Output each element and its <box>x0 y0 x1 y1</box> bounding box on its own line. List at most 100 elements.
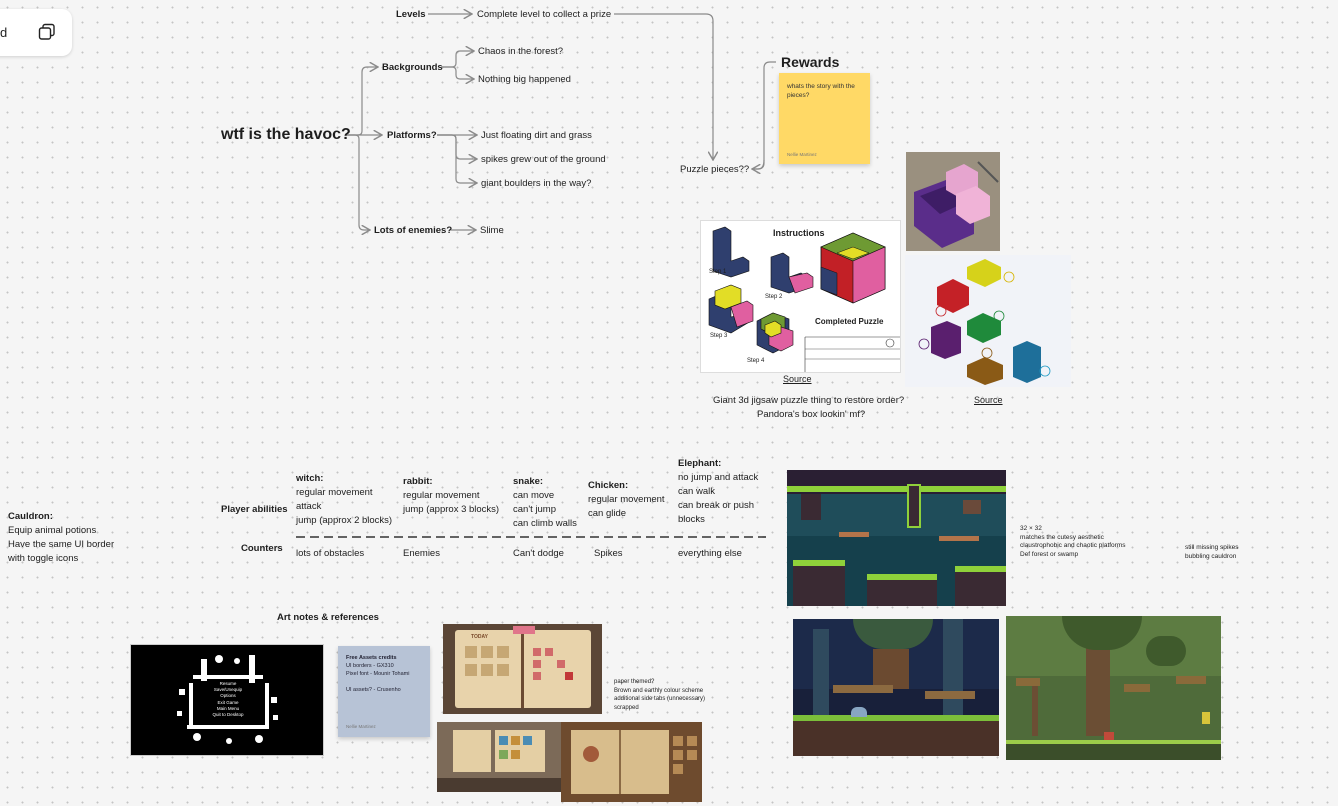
pause-menu-item[interactable]: Exit Game <box>217 699 239 705</box>
mindmap-root: wtf is the havoc? <box>221 126 351 143</box>
pause-menu-image[interactable]: Resume Save/Unequip Options Exit Game Ma… <box>130 644 324 756</box>
tileset-note-line: matches the cutesy aesthetic <box>1020 533 1104 541</box>
ability-rabbit: rabbit: regular movement jump (approx 3 … <box>403 475 499 517</box>
levels-note: Complete level to collect a prize <box>477 9 612 20</box>
pause-menu-item[interactable]: Resume <box>219 681 237 686</box>
counter-chicken: Spikes <box>594 548 623 559</box>
paper-note-line: Brown and earthly colour scheme <box>614 687 704 694</box>
pause-menu-list: Resume Save/Unequip Options Exit Game Ma… <box>195 681 261 718</box>
step-2-label: Step 2 <box>765 294 783 300</box>
ability-line: regular movement <box>403 490 480 501</box>
counter-elephant: everything else <box>678 548 742 559</box>
step-4-label: Step 4 <box>747 358 765 364</box>
ability-title: snake: <box>513 476 544 487</box>
source-link-2[interactable]: Source <box>974 395 1003 405</box>
credits-line: UI borders - GX310 <box>346 663 394 669</box>
puzzle-box-photo[interactable] <box>906 152 1000 251</box>
sticky-note-author: Nellie Martinez <box>787 152 817 157</box>
credits-line: Free Assets credits <box>346 655 397 661</box>
credits-author: Nellie Martinez <box>346 724 376 729</box>
cauldron-line: Equip animal potions <box>8 525 97 536</box>
completed-puzzle-label: Completed Puzzle <box>815 317 884 326</box>
step-1-label: Step 1 <box>709 269 727 275</box>
credits-line: UI assets? - Crusenho <box>346 687 401 693</box>
platforms-note-1: Just floating dirt and grass <box>481 130 592 141</box>
ability-title: Elephant: <box>678 458 722 469</box>
platforms-note-2: spikes grew out of the ground <box>481 154 606 165</box>
step-3-label: Step 3 <box>710 333 728 339</box>
sticky-note-text: whats the story with the pieces? <box>787 83 855 99</box>
tileset-image-2[interactable] <box>793 619 999 756</box>
enemies-note: Slime <box>480 225 504 236</box>
exploded-pieces-image[interactable] <box>905 255 1071 387</box>
paper-notes: paper themed? Brown and earthly colour s… <box>614 678 705 712</box>
rewards-title: Rewards <box>781 54 840 70</box>
ability-title: witch: <box>296 473 324 484</box>
toolbar-tool-letter[interactable]: d <box>0 25 8 40</box>
ability-witch: witch: regular movement attack jump (app… <box>296 472 392 528</box>
tileset-note-line: claustrophobic and chaotic platforms <box>1020 542 1126 549</box>
ability-line: no jump and attack <box>678 472 759 483</box>
branch-enemies: Lots of enemies? <box>374 225 453 236</box>
pause-menu-item[interactable]: Main Menu <box>216 705 240 711</box>
tileset-notes: 32 × 32 matches the cutesy aesthetic cla… <box>1020 525 1126 559</box>
ability-elephant: Elephant: no jump and attack can walk ca… <box>678 457 758 527</box>
sticky-note-rewards[interactable]: whats the story with the pieces? Nellie … <box>779 73 870 164</box>
backgrounds-note-2: Nothing big happened <box>478 74 571 85</box>
missing-note-line: still missing spikes <box>1185 544 1239 551</box>
book-ui-image-1[interactable]: TODAY <box>443 624 602 714</box>
missing-assets-notes: still missing spikes bubbling cauldron <box>1185 544 1238 561</box>
ability-line: jump (approx 2 blocks) <box>296 515 393 526</box>
puzzle-caption-1: Giant 3d jigsaw puzzle thing to restore … <box>713 395 905 406</box>
ability-line: can break or push <box>678 500 755 511</box>
book-ui-image-2[interactable] <box>437 722 562 792</box>
puzzle-box-drawing <box>906 152 1000 251</box>
credits-text: Free Assets credits UI borders - GX310 P… <box>346 654 409 694</box>
ability-chicken: Chicken: regular movement can glide <box>588 479 665 521</box>
book-header: TODAY <box>471 634 488 640</box>
cauldron-title: Cauldron: <box>8 511 53 522</box>
pause-menu-item[interactable]: Options <box>220 693 236 699</box>
puzzle-pieces-label: Puzzle pieces?? <box>680 164 750 175</box>
branch-backgrounds: Backgrounds <box>382 62 443 73</box>
counter-rabbit: Enemies <box>403 548 440 559</box>
tileset-image-3[interactable] <box>1006 616 1221 760</box>
backgrounds-note-1: Chaos in the forest? <box>478 46 564 57</box>
cauldron-line: with toggle icons <box>8 553 79 564</box>
ability-line: regular movement <box>588 494 665 505</box>
ability-snake: snake: can move can't jump can climb wal… <box>513 475 577 531</box>
puzzle-steps-diagram <box>708 226 900 372</box>
credits-line: Pixel font - Mounir Tohami <box>346 671 410 677</box>
credits-line <box>346 678 409 686</box>
paper-note-line: scrapped <box>614 704 639 711</box>
cauldron-line: Have the same UI border <box>8 539 115 550</box>
counter-witch: lots of obstacles <box>296 548 365 559</box>
pause-menu-border <box>177 655 278 744</box>
paper-note-line: paper themed? <box>614 679 655 685</box>
source-link-1[interactable]: Source <box>783 374 812 384</box>
player-abilities-label: Player abilities <box>221 504 288 515</box>
tileset-image-1[interactable] <box>787 470 1006 606</box>
canvas-toolbar: d <box>0 9 72 56</box>
instructions-title: Instructions <box>773 228 825 238</box>
book-ui-image-3[interactable] <box>561 722 702 802</box>
counters-label: Counters <box>241 543 283 554</box>
pause-menu-item[interactable]: Save/Unequip <box>213 687 243 693</box>
ability-title: rabbit: <box>403 476 433 487</box>
ability-line: can't jump <box>513 504 557 515</box>
puzzle-caption-2: Pandora's box lookin' mf? <box>757 409 866 420</box>
ability-line: can climb walls <box>513 518 577 529</box>
puzzle-instructions-image[interactable]: Instructions Step 1 Step 2 Step 3 Step 4… <box>700 220 901 373</box>
branch-levels: Levels <box>396 9 426 20</box>
copy-icon[interactable] <box>38 23 56 41</box>
art-notes-title: Art notes & references <box>277 612 379 623</box>
pause-menu-item[interactable]: Quit to Desktop <box>212 712 244 718</box>
tileset-note-line: 32 × 32 <box>1020 525 1042 532</box>
branch-platforms: Platforms? <box>387 130 437 141</box>
platforms-note-3: giant boulders in the way? <box>481 178 592 189</box>
sticky-note-credits[interactable]: Free Assets credits UI borders - GX310 P… <box>338 646 430 737</box>
ability-line: blocks <box>678 514 705 525</box>
ability-line: can walk <box>678 486 715 497</box>
ability-line: regular movement <box>296 487 373 498</box>
